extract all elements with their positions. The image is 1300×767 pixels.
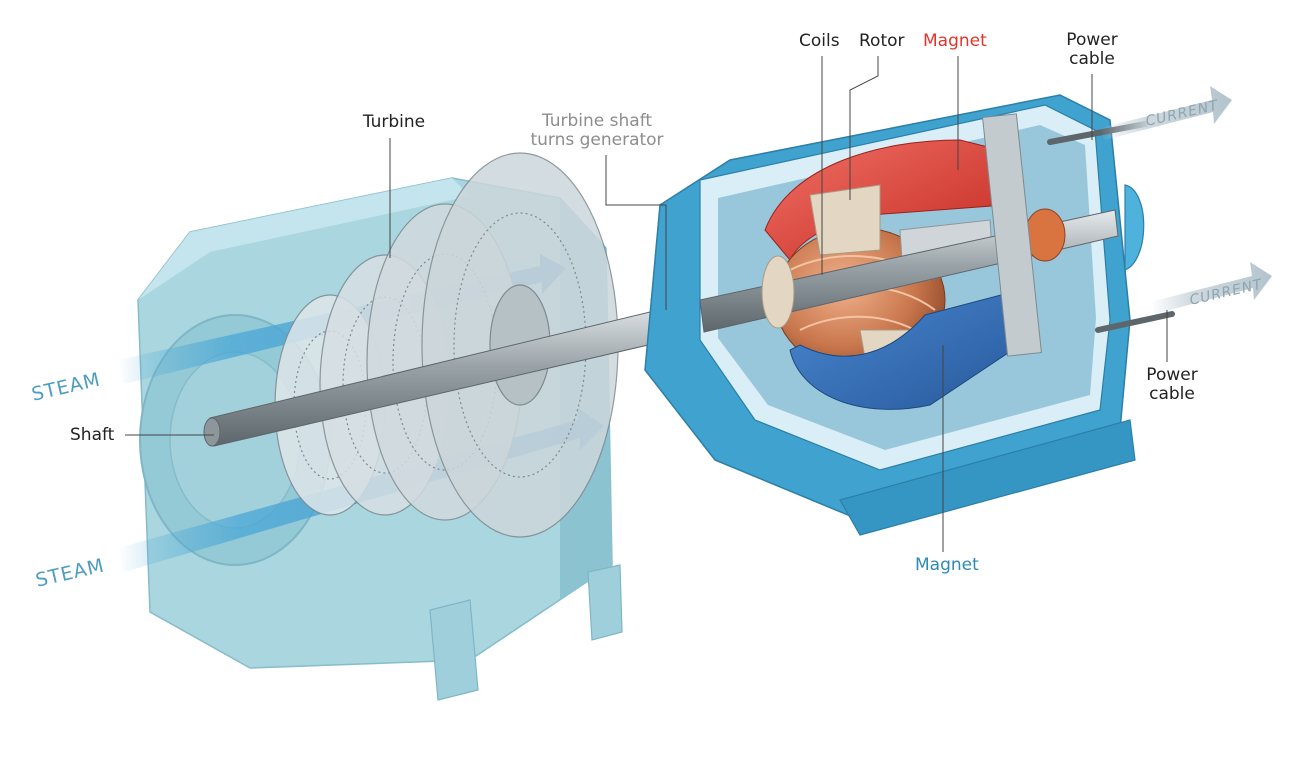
label-turbine-shaft-line2: turns generator bbox=[530, 130, 664, 150]
magnet-red bbox=[764, 139, 1006, 261]
label-power-cable-bottom-line2: cable bbox=[1149, 384, 1195, 404]
label-power-cable-top-line1: Power bbox=[1066, 30, 1118, 50]
leader-turbine-shaft bbox=[605, 155, 667, 310]
current-flow-lower bbox=[1150, 262, 1272, 314]
generator-shaft bbox=[699, 113, 1119, 357]
label-power-cable-top-line2: cable bbox=[1069, 49, 1115, 69]
label-coils: Coils bbox=[799, 31, 840, 51]
label-turbine-shaft-line1: Turbine shaft bbox=[541, 111, 653, 131]
label-power-cable-bottom: Power cable bbox=[1137, 366, 1207, 404]
label-turbine: Turbine bbox=[362, 112, 426, 132]
label-power-cable-top: Power cable bbox=[1057, 31, 1127, 69]
label-magnet-bottom: Magnet bbox=[915, 555, 979, 575]
leader-lines bbox=[125, 56, 1168, 552]
current-flow-upper bbox=[1100, 86, 1232, 140]
label-turbine-shaft: Turbine shaft turns generator bbox=[522, 112, 672, 150]
label-magnet-top: Magnet bbox=[923, 31, 987, 51]
label-shaft: Shaft bbox=[70, 425, 115, 445]
leader-rotor bbox=[849, 56, 879, 200]
label-rotor: Rotor bbox=[859, 31, 905, 51]
label-power-cable-bottom-line1: Power bbox=[1146, 365, 1198, 385]
